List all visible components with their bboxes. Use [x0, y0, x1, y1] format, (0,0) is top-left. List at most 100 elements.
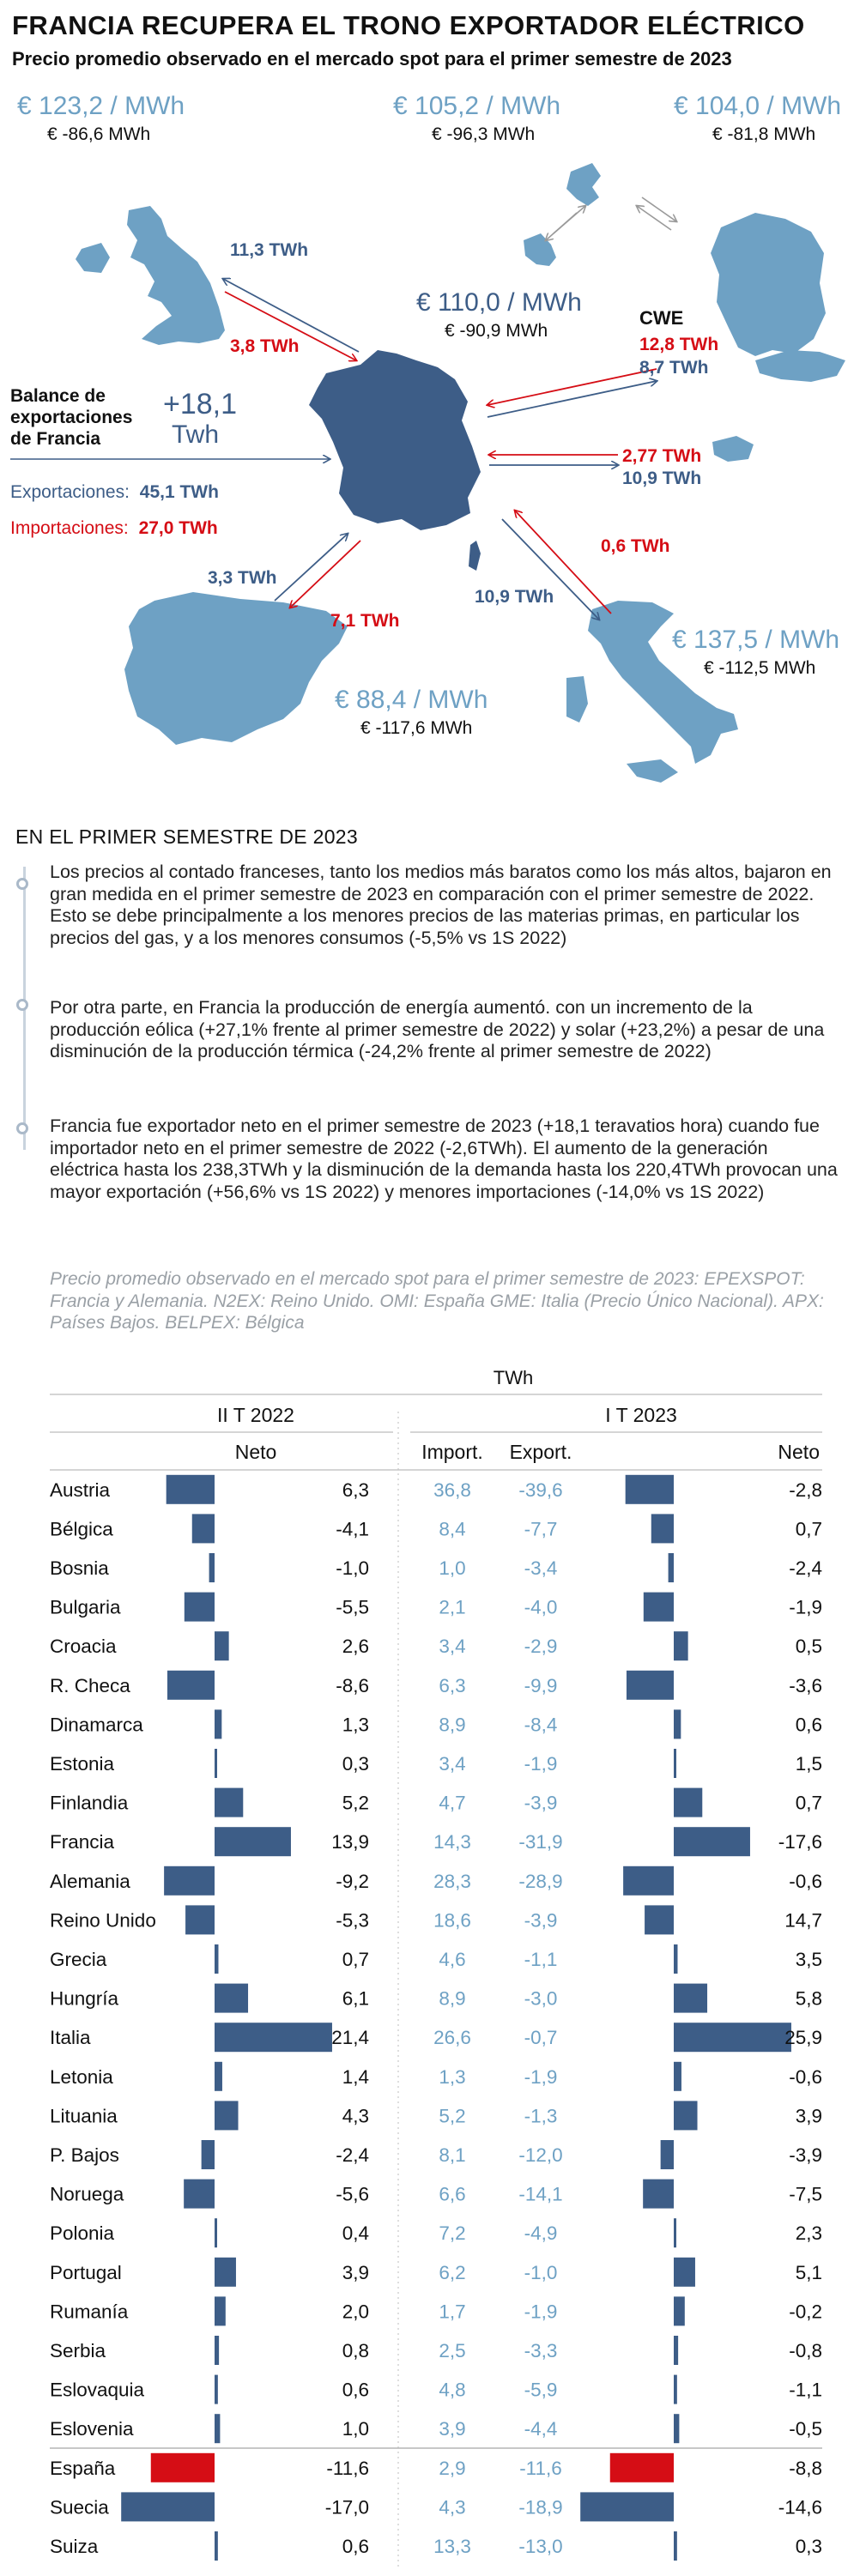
bar-2022	[215, 1944, 219, 1974]
bar-2022	[215, 1827, 291, 1857]
uk-shape	[76, 206, 225, 345]
neto-2022-value: -1,0	[336, 1557, 369, 1579]
bar-2022	[215, 1787, 244, 1817]
neto-2022-value: -4,1	[336, 1518, 369, 1539]
neto-2022-value: 5,2	[342, 1793, 369, 1814]
neto-2023-value: -14,6	[778, 2496, 822, 2518]
bar-2023	[674, 2336, 679, 2365]
exports-label: Exportaciones:	[10, 482, 130, 502]
export-2023-value: -5,9	[524, 2379, 558, 2401]
import-2023-value: 6,2	[439, 2262, 465, 2283]
svg-text:Exportaciones: 45,1 TWh: Exportaciones: 45,1 TWh	[10, 482, 219, 502]
import-2023-value: 4,3	[439, 2496, 465, 2518]
import-2023-value: 1,7	[439, 2301, 465, 2322]
bar-2022	[164, 1865, 215, 1896]
col-neto-2023: Neto	[778, 1441, 820, 1463]
import-2023-value: 3,9	[439, 2418, 465, 2440]
cwe-label: CWE	[639, 307, 683, 329]
import-2023-value: 6,6	[439, 2184, 465, 2205]
bar-2023	[674, 2374, 677, 2404]
export-2023-value: -3,0	[524, 1988, 558, 2010]
neto-2022-value: 6,1	[342, 1988, 369, 2010]
col-import: Import.	[421, 1441, 483, 1463]
export-2023-value: -1,3	[524, 2105, 558, 2126]
bar-2023	[674, 2296, 685, 2326]
export-2023-value: -1,0	[524, 2262, 558, 2283]
neto-2023-value: -0,2	[789, 2301, 822, 2322]
neto-2023-value: -7,5	[789, 2184, 822, 2205]
flow-map: € 123,2 / MWh € -86,6 MWh € 105,2 / MWh …	[10, 92, 845, 783]
export-2023-value: -3,4	[524, 1557, 558, 1579]
bar-2023	[660, 2140, 674, 2169]
export-2023-value: -28,9	[518, 1871, 562, 1892]
paragraph: Los precios al contado franceses, tanto …	[50, 862, 832, 948]
bar-2022	[215, 1983, 249, 2013]
export-2023-value: -8,4	[524, 1714, 558, 1735]
import-2023-value: 13,3	[433, 2536, 471, 2557]
balance-label-1: Balance de	[10, 386, 106, 406]
neto-2023-value: -0,5	[789, 2418, 822, 2440]
export-2023-value: -1,9	[524, 1753, 558, 1775]
country-label: Grecia	[50, 1949, 107, 1970]
export-2023-value: -4,0	[524, 1597, 558, 1618]
es-import-label: 7,1 TWh	[330, 611, 400, 631]
neto-2023-value: 0,3	[796, 2536, 822, 2557]
import-2023-value: 26,6	[433, 2027, 471, 2048]
bar-2023	[674, 1787, 703, 1817]
bar-2023	[626, 1670, 674, 1700]
austria-shape	[755, 350, 845, 382]
uk-change: € -86,6 MWh	[47, 124, 150, 144]
neto-2023-value: -1,9	[789, 1597, 822, 1618]
es-export-label: 3,3 TWh	[208, 568, 277, 588]
section-heading: EN EL PRIMER SEMESTRE DE 2023	[15, 825, 358, 848]
bar-2023	[674, 2101, 698, 2131]
italy-change: € -112,5 MWh	[704, 658, 815, 678]
export-2023-value: -11,6	[519, 2458, 562, 2479]
cwe-export-label: 8,7 TWh	[639, 358, 709, 378]
country-label: Italia	[50, 2027, 91, 2048]
net-trade-table: TWh II T 2022 I T 2023 Neto Import. Expo…	[50, 1367, 822, 2568]
source-note: Precio promedio observado en el mercado …	[50, 1269, 824, 1333]
neto-2023-value: -0,6	[789, 2066, 822, 2088]
neto-2022-value: 21,4	[331, 2027, 369, 2048]
country-label: Bulgaria	[50, 1597, 121, 1618]
neto-2022-value: 1,3	[342, 1714, 369, 1735]
export-2023-value: -2,9	[524, 1636, 558, 1657]
country-label: España	[50, 2458, 116, 2479]
import-2023-value: 7,2	[439, 2222, 465, 2244]
export-2023-value: -1,1	[524, 1949, 558, 1970]
neto-2022-value: 3,9	[342, 2262, 369, 2283]
bar-2022	[215, 2101, 239, 2131]
import-2023-value: 4,6	[439, 1949, 465, 1970]
bar-2022	[215, 2023, 332, 2053]
imports-value: 27,0 TWh	[139, 518, 218, 538]
country-label: P. Bajos	[50, 2144, 119, 2166]
spain-price: € 88,4 / MWh	[335, 686, 488, 714]
country-label: Bélgica	[50, 1518, 113, 1539]
country-label: Serbia	[50, 2340, 106, 2361]
bar-2023	[609, 2452, 674, 2482]
import-2023-value: 8,1	[439, 2144, 465, 2166]
neto-2022-value: 0,6	[342, 2536, 369, 2557]
export-2023-value: -14,1	[518, 2184, 562, 2205]
export-2023-value: -0,7	[524, 2027, 558, 2048]
bar-2022	[215, 2336, 220, 2365]
unit-label: TWh	[494, 1367, 533, 1388]
export-2023-value: -18,9	[518, 2496, 562, 2518]
bar-2022	[121, 2492, 215, 2522]
import-2023-value: 36,8	[433, 1479, 471, 1501]
export-2023-value: -3,9	[524, 1793, 558, 1814]
country-label: Rumanía	[50, 2301, 129, 2322]
neto-2022-value: 0,3	[342, 1753, 369, 1775]
neto-2023-value: 14,7	[784, 1909, 822, 1931]
it-export-label: 10,9 TWh	[475, 587, 554, 607]
export-2023-value: -1,9	[524, 2301, 558, 2322]
country-label: Hungría	[50, 1988, 119, 2010]
neto-2022-value: -9,2	[336, 1871, 369, 1892]
neto-2022-value: -8,6	[336, 1675, 369, 1696]
export-2023-value: -31,9	[518, 1831, 562, 1853]
export-2023-value: -12,0	[518, 2144, 562, 2166]
country-label: Francia	[50, 1831, 115, 1853]
neto-2023-value: 1,5	[796, 1753, 822, 1775]
exports-value: 45,1 TWh	[140, 482, 219, 502]
